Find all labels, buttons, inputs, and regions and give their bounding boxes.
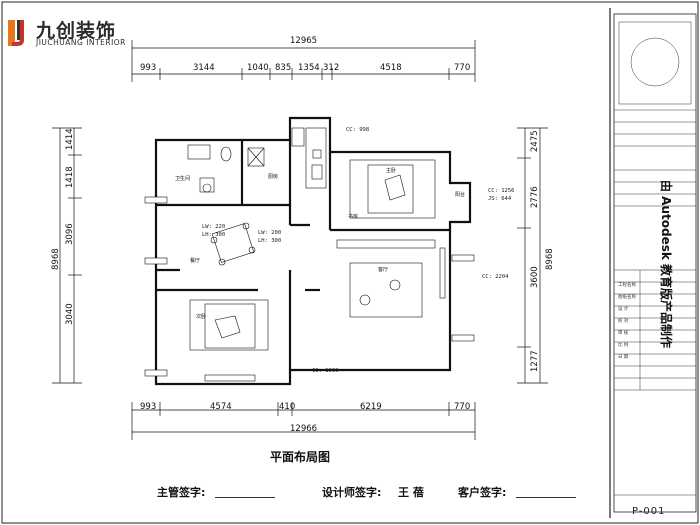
- brand-name-cn: 九创装饰: [36, 20, 117, 42]
- tb-row-7: 日 期: [618, 354, 629, 360]
- dim-top-3: 1040: [247, 63, 269, 73]
- title-block-grid: [614, 21, 696, 496]
- brand-name-en: JIUCHUANG INTERIOR: [36, 38, 126, 47]
- dim-top-total: 12965: [290, 36, 317, 46]
- tb-row-1: 工程名称: [618, 281, 636, 288]
- kitchen-counter: [305, 127, 327, 189]
- annotation-js: JS: 644: [488, 196, 512, 202]
- dim-right-4: 1277: [530, 350, 540, 372]
- annotation-lw-1: LW: 220: [202, 224, 225, 230]
- room-label-living: 客厅: [378, 266, 388, 273]
- dim-right-total: 8968: [545, 248, 555, 270]
- living-furniture: [336, 239, 446, 318]
- dim-left-total: 8968: [51, 248, 61, 270]
- dim-right-2: 2776: [530, 186, 540, 208]
- annotation-lw-2: LW: 200: [258, 230, 281, 236]
- room-label-dining: 餐厅: [190, 257, 200, 264]
- bed-secondary: [189, 299, 269, 351]
- dim-top-8: 770: [454, 63, 470, 73]
- bathroom-fixtures: [187, 144, 265, 193]
- tb-row-3: 设 计: [618, 305, 629, 312]
- dim-bottom-2: 4574: [210, 402, 232, 412]
- dim-bottom-3: 410: [279, 402, 295, 412]
- dim-bottom-4: 6219: [360, 402, 382, 412]
- annotation-cc-1: CC: 998: [346, 127, 369, 133]
- drawing-title: 平面布局图: [270, 450, 331, 464]
- tb-row-4: 校 对: [618, 317, 629, 324]
- tb-row-5: 审 核: [618, 329, 629, 336]
- bed-master: [349, 159, 436, 219]
- windows: [144, 127, 475, 382]
- dim-left-2: 1418: [65, 166, 75, 188]
- room-label-kitchen: 厨房: [268, 173, 278, 180]
- room-label-bedroom1: 次卧: [196, 313, 206, 320]
- dim-top-6: 312: [323, 63, 339, 73]
- annotation-cc-4: CC: 1000: [312, 368, 339, 374]
- dining-table: [210, 222, 256, 266]
- bottom-dimension-chain: [131, 402, 476, 440]
- room-label-bath: 卫生间: [175, 175, 190, 182]
- dim-top-2: 3144: [193, 63, 215, 73]
- dim-right-1: 2475: [530, 130, 540, 152]
- dim-right-3: 3600: [530, 266, 540, 288]
- dim-top-5: 1354: [298, 63, 320, 73]
- designer-name: 王 蓓: [398, 486, 424, 499]
- annotation-cc-3: CC: 2204: [482, 274, 509, 280]
- dim-top-7: 4518: [380, 63, 402, 73]
- tb-row-2: 图纸名称: [618, 293, 636, 300]
- client-signature-line: [516, 497, 576, 498]
- dim-bottom-1: 993: [140, 402, 156, 412]
- title-block-frame: [613, 13, 697, 513]
- dim-top-1: 993: [140, 63, 156, 73]
- room-label-balcony: 阳台: [455, 191, 465, 198]
- dim-bottom-total: 12966: [290, 424, 317, 434]
- annotation-lh-2: LH: 300: [258, 238, 281, 244]
- manager-signature-label: 主管签字:: [157, 486, 206, 499]
- dim-left-3: 3096: [65, 223, 75, 245]
- manager-signature-line: [215, 497, 275, 498]
- annotation-cc-2: CC: 1256: [488, 188, 515, 194]
- page-number: P-001: [632, 506, 666, 517]
- dim-top-4: 835: [275, 63, 291, 73]
- walls: [154, 116, 472, 386]
- top-dimension-chain: [131, 40, 476, 82]
- room-label-bedroom2: 主卧: [386, 167, 396, 174]
- autodesk-watermark-text: 由 Autodesk 教育版产品制作: [659, 180, 674, 348]
- tb-row-6: 比 例: [618, 341, 629, 348]
- left-dimension-chain: [52, 127, 82, 384]
- right-dimension-chain: [517, 127, 548, 384]
- dim-bottom-5: 770: [454, 402, 470, 412]
- designer-signature-label: 设计师签字:: [322, 486, 382, 499]
- client-signature-label: 客户签字:: [458, 486, 507, 499]
- dim-left-1: 1414: [65, 128, 75, 150]
- room-label-study: 书房: [348, 213, 358, 220]
- brand-logo: [8, 20, 24, 46]
- dim-left-4: 3040: [65, 303, 75, 325]
- annotation-lh-1: LH: 300: [202, 232, 225, 238]
